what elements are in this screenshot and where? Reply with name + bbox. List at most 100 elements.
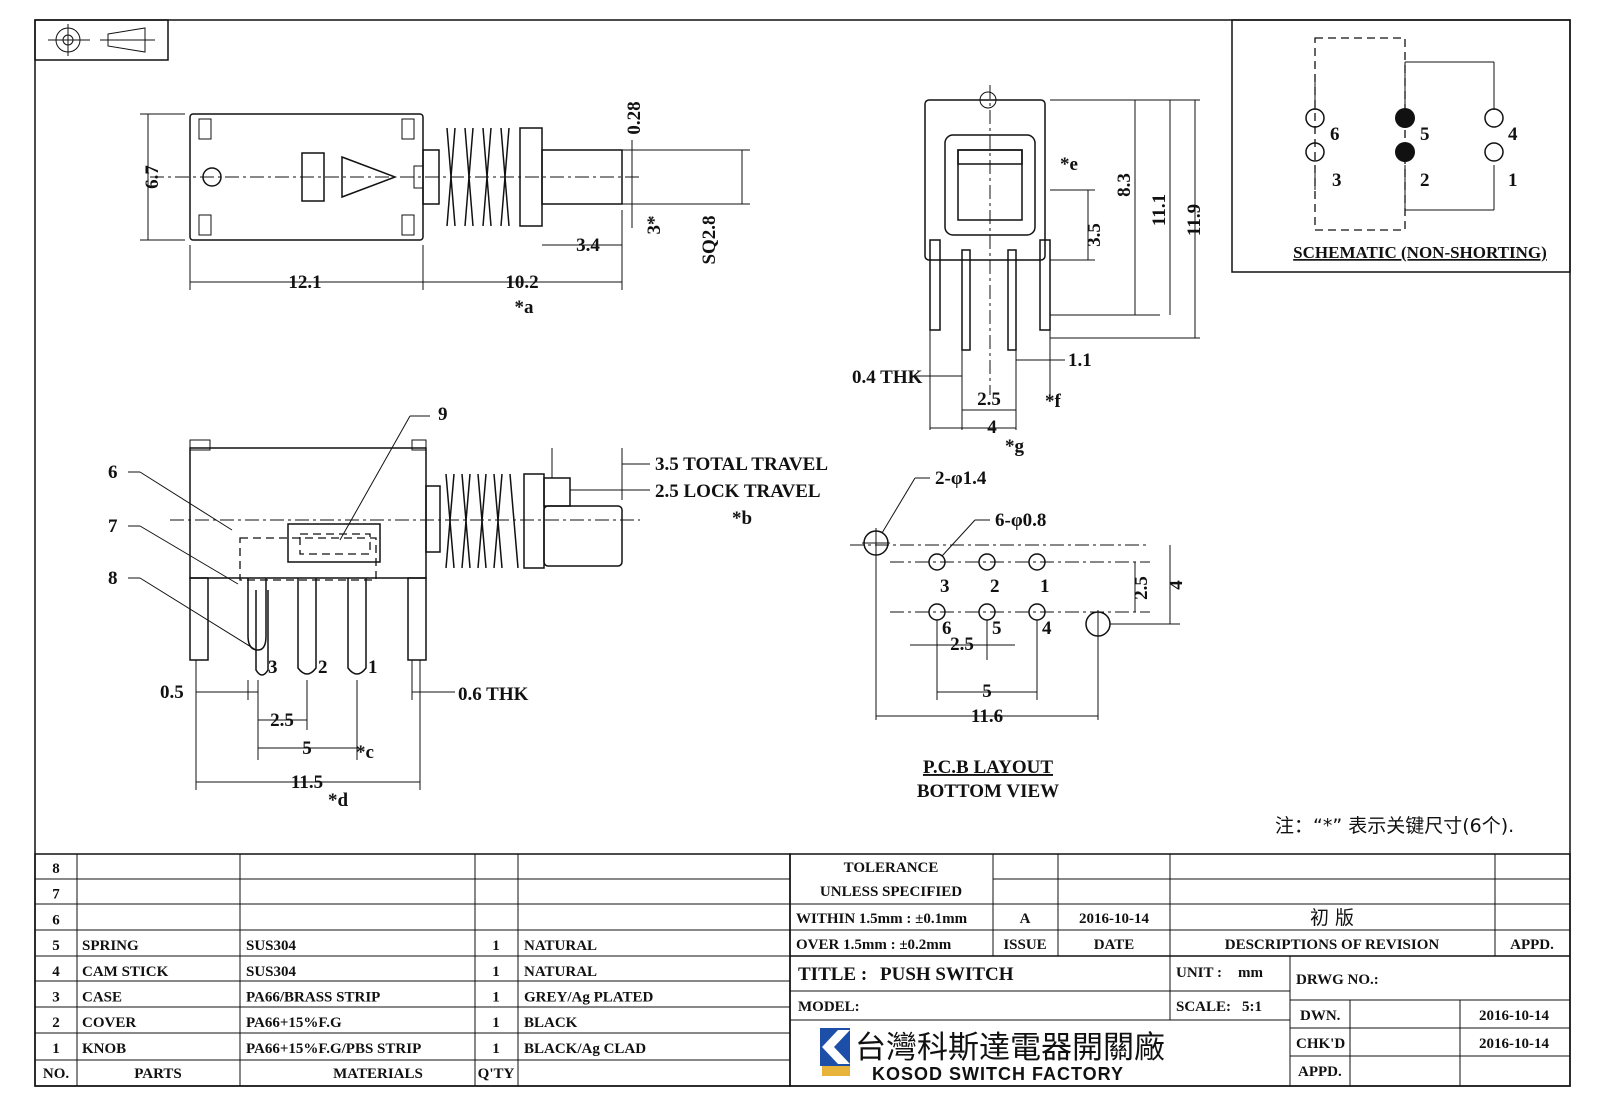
appd-header: APPD. [1510,937,1554,953]
schematic-pin-6 [1305,108,1325,128]
dim-0-6-thk: 0.6 THK [458,684,529,705]
title-block: TOLERANCE UNLESS SPECIFIED WITHIN 1.5mm … [789,853,1571,1087]
dim-plunger-length: 10.2 [505,272,538,293]
bom-cell-material: PA66+15%F.G [246,1015,342,1031]
dim-11-9: 11.9 [1184,204,1205,236]
dim-1-1: 1.1 [1068,350,1092,371]
pcb-dim-2-5-h: 2.5 [950,634,974,655]
bom-cell-no: 1 [52,1041,60,1057]
bom-cell-qty: 1 [492,938,500,954]
bom-cell-part: CASE [82,990,122,1006]
bom-cell-finish: NATURAL [524,938,597,954]
mark-e: *e [1060,154,1078,175]
issue-header: ISSUE [1003,937,1046,953]
dim-0-5: 0.5 [160,682,184,703]
schematic-label-6: 6 [1330,124,1340,145]
pcb-dim-5: 5 [982,681,992,702]
pcb-title-1: P.C.B LAYOUT [923,757,1053,778]
dim-offset: 0.28 [624,101,645,134]
tolerance-line-2: UNLESS SPECIFIED [820,884,962,900]
dwn-label: DWN. [1300,1008,1341,1024]
pcb-label-6: 6 [942,618,952,639]
mark-g: *g [1005,436,1025,457]
mark-b: *b [732,508,752,529]
unit-value: mm [1238,965,1263,981]
pcb-hole-big-label: 2-φ1.4 [935,468,987,489]
model-label: MODEL: [798,999,860,1015]
dwn-date: 2016-10-14 [1479,1008,1549,1024]
bom-cell-no: 7 [52,887,60,903]
dim-11-1: 11.1 [1149,194,1170,226]
bom-cell-part: CAM STICK [82,964,169,980]
dim-front-5: 5 [302,738,312,759]
schematic-title: SCHEMATIC (NON-SHORTING) [1293,243,1547,262]
bom-cell-no: 5 [52,938,60,954]
chkd-label: CHK'D [1296,1036,1345,1052]
company-logo [820,1028,850,1076]
bom-header-qty: Q'TY [478,1066,515,1082]
schematic-label-4: 4 [1508,124,1518,145]
schematic: 6 3 5 2 4 1 SCHEMATIC (NON-SHORTING) [1231,19,1571,273]
bom-cell-qty: 1 [492,964,500,980]
pcb-hole-small-label: 6-φ0.8 [995,510,1046,531]
date-value: 2016-10-14 [1079,911,1149,927]
bom-cell-material: SUS304 [246,938,297,954]
schematic-pin-4 [1484,108,1504,128]
mark-a: *a [515,297,535,318]
pcb-hole-1 [1028,553,1046,571]
bom-cell-no: 8 [52,861,60,877]
issue-value: A [1020,911,1031,927]
dim-sq: SQ2.8 [699,215,720,264]
scale-value: 5:1 [1242,999,1262,1015]
schematic-pin-5 [1395,108,1415,128]
tolerance-over: OVER 1.5mm : ±0.2mm [796,937,952,953]
pcb-label-1: 1 [1040,576,1050,597]
dim-11-5: 11.5 [291,772,323,793]
schematic-pin-2 [1395,142,1415,162]
bom-cell-no: 4 [52,964,60,980]
front-view: 6 7 8 9 3.5 TOTAL TRAVEL 2.5 LOCK TRAVEL… [108,404,828,811]
key-dimension-note: 注：“*” 表示关键尺寸(6个). [1275,815,1514,837]
callout-8: 8 [108,568,118,589]
company-name-en: KOSOD SWITCH FACTORY [872,1064,1124,1084]
spring-coils [446,127,510,227]
mark-d: *d [328,790,349,811]
dim-8-3: 8.3 [1114,173,1135,197]
scale-label: SCALE: [1176,999,1231,1015]
dim-height: 6.7 [142,165,163,189]
schematic-label-2: 2 [1420,170,1430,191]
revision-desc-header: DESCRIPTIONS OF REVISION [1225,937,1440,953]
title-value: PUSH SWITCH [880,964,1014,985]
pcb-label-2: 2 [990,576,1000,597]
bom-cell-material: SUS304 [246,964,297,980]
title-label: TITLE : [798,964,867,985]
bom-header-parts: PARTS [134,1066,182,1082]
bom-cell-no: 3 [52,990,60,1006]
mark-f: *f [1045,391,1062,412]
schematic-label-3: 3 [1332,170,1342,191]
bom-cell-no: 6 [52,912,60,928]
bom-cell-qty: 1 [492,1015,500,1031]
pcb-label-3: 3 [940,576,950,597]
projection-symbol [34,19,169,61]
bom-cell-finish: BLACK/Ag CLAD [524,1041,646,1057]
company-name-cn: 台灣科斯達電器開關廠 [855,1030,1165,1066]
dim-2-5: 2.5 [977,389,1001,410]
front-pin-1: 1 [368,657,378,678]
dim-4: 4 [987,417,997,438]
top-view: 6.7 12.1 10.2 *a 3.4 0.28 3* SQ2.8 [140,101,750,318]
pcb-layout: 3 2 1 6 5 4 2-φ1.4 6-φ0.8 2.5 4 2.5 5 11… [850,468,1187,802]
pcb-dim-4-v: 4 [1166,580,1187,590]
revision-desc-value: 初 版 [1310,907,1354,929]
schematic-label-5: 5 [1420,124,1430,145]
dim-knob-height: 3* [644,216,665,235]
schematic-pin-3 [1305,142,1325,162]
dim-body-length: 12.1 [288,272,321,293]
bom-cell-material: PA66/BRASS STRIP [246,990,380,1006]
appd-label: APPD. [1298,1064,1342,1080]
bom-cell-part: KNOB [82,1041,126,1057]
drwg-no-label: DRWG NO.: [1296,972,1379,988]
bom-cell-no: 2 [52,1015,60,1031]
